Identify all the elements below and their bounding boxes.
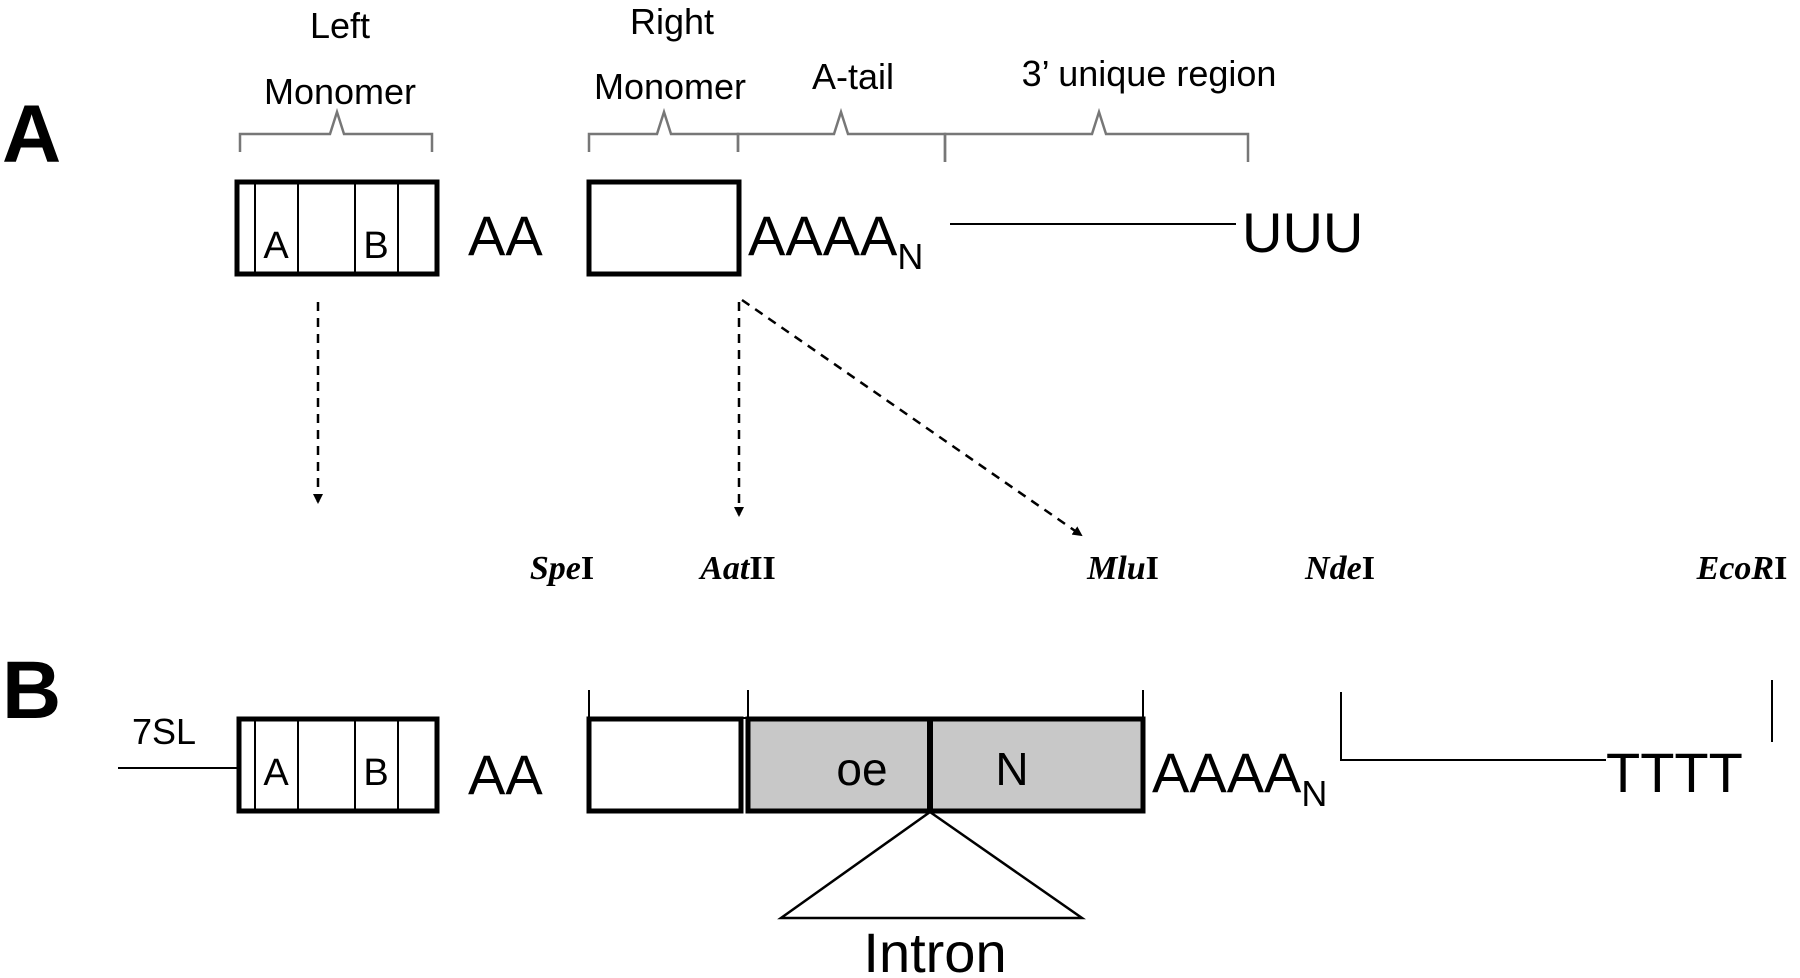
intron-triangle xyxy=(777,810,1086,920)
b-box-label-b: B xyxy=(363,752,388,794)
poly-a-subscript-a: N xyxy=(897,236,923,277)
aa-linker-a: AA xyxy=(468,204,543,267)
insert-oe-label: oe xyxy=(836,743,887,795)
b-box-label: B xyxy=(363,225,388,267)
left-monomer-label-line1: Left xyxy=(310,5,370,46)
insert-n-label: N xyxy=(995,743,1028,795)
poly-a-tail-b: AAAAN xyxy=(1152,741,1327,814)
right-monomer-box-a xyxy=(586,179,742,277)
ndei-ecori-bracket xyxy=(1340,692,1606,761)
left-monomer-box-a: A B xyxy=(234,179,440,277)
a-box-label-b: A xyxy=(263,752,289,794)
right-monomer-box-b xyxy=(586,716,744,814)
restriction-site-aatii: AatII xyxy=(698,550,776,587)
panel-a-label: A xyxy=(2,89,61,180)
right-monomer-brace xyxy=(587,107,740,152)
promoter-7sl-label: 7SL xyxy=(132,711,196,752)
uuu-terminator: UUU xyxy=(1242,201,1363,264)
panel-b-label: B xyxy=(2,645,61,736)
oe-n-insert: oe N xyxy=(745,716,1146,814)
left-monomer-label-line2: Monomer xyxy=(264,71,416,112)
a-box-label: A xyxy=(263,225,289,267)
a-tail-label: A-tail xyxy=(812,56,894,97)
right-monomer-label-line1: Right xyxy=(630,1,714,42)
restriction-site-spei: SpeI xyxy=(530,550,594,587)
a-tail-brace xyxy=(736,107,947,162)
unique-region-label: 3’ unique region xyxy=(1022,53,1277,94)
dashed-arrow-mlui xyxy=(741,298,1083,537)
left-monomer-brace xyxy=(238,107,434,152)
poly-a-subscript-b: N xyxy=(1301,773,1327,814)
intron-label: Intron xyxy=(863,921,1006,978)
tttt-terminator: TTTT xyxy=(1606,741,1743,804)
restriction-site-ecori: EcoRI xyxy=(1696,550,1788,587)
left-monomer-box-b: A B xyxy=(236,716,440,814)
poly-a-tail-a: AAAAN xyxy=(748,204,923,277)
right-monomer-label-line2: Monomer xyxy=(594,66,746,107)
restriction-site-ndei: NdeI xyxy=(1304,550,1375,587)
unique-region-brace xyxy=(943,107,1250,162)
aa-linker-b: AA xyxy=(468,743,543,806)
restriction-site-mlui: MluI xyxy=(1086,550,1159,587)
insert-n-region xyxy=(927,716,1146,814)
